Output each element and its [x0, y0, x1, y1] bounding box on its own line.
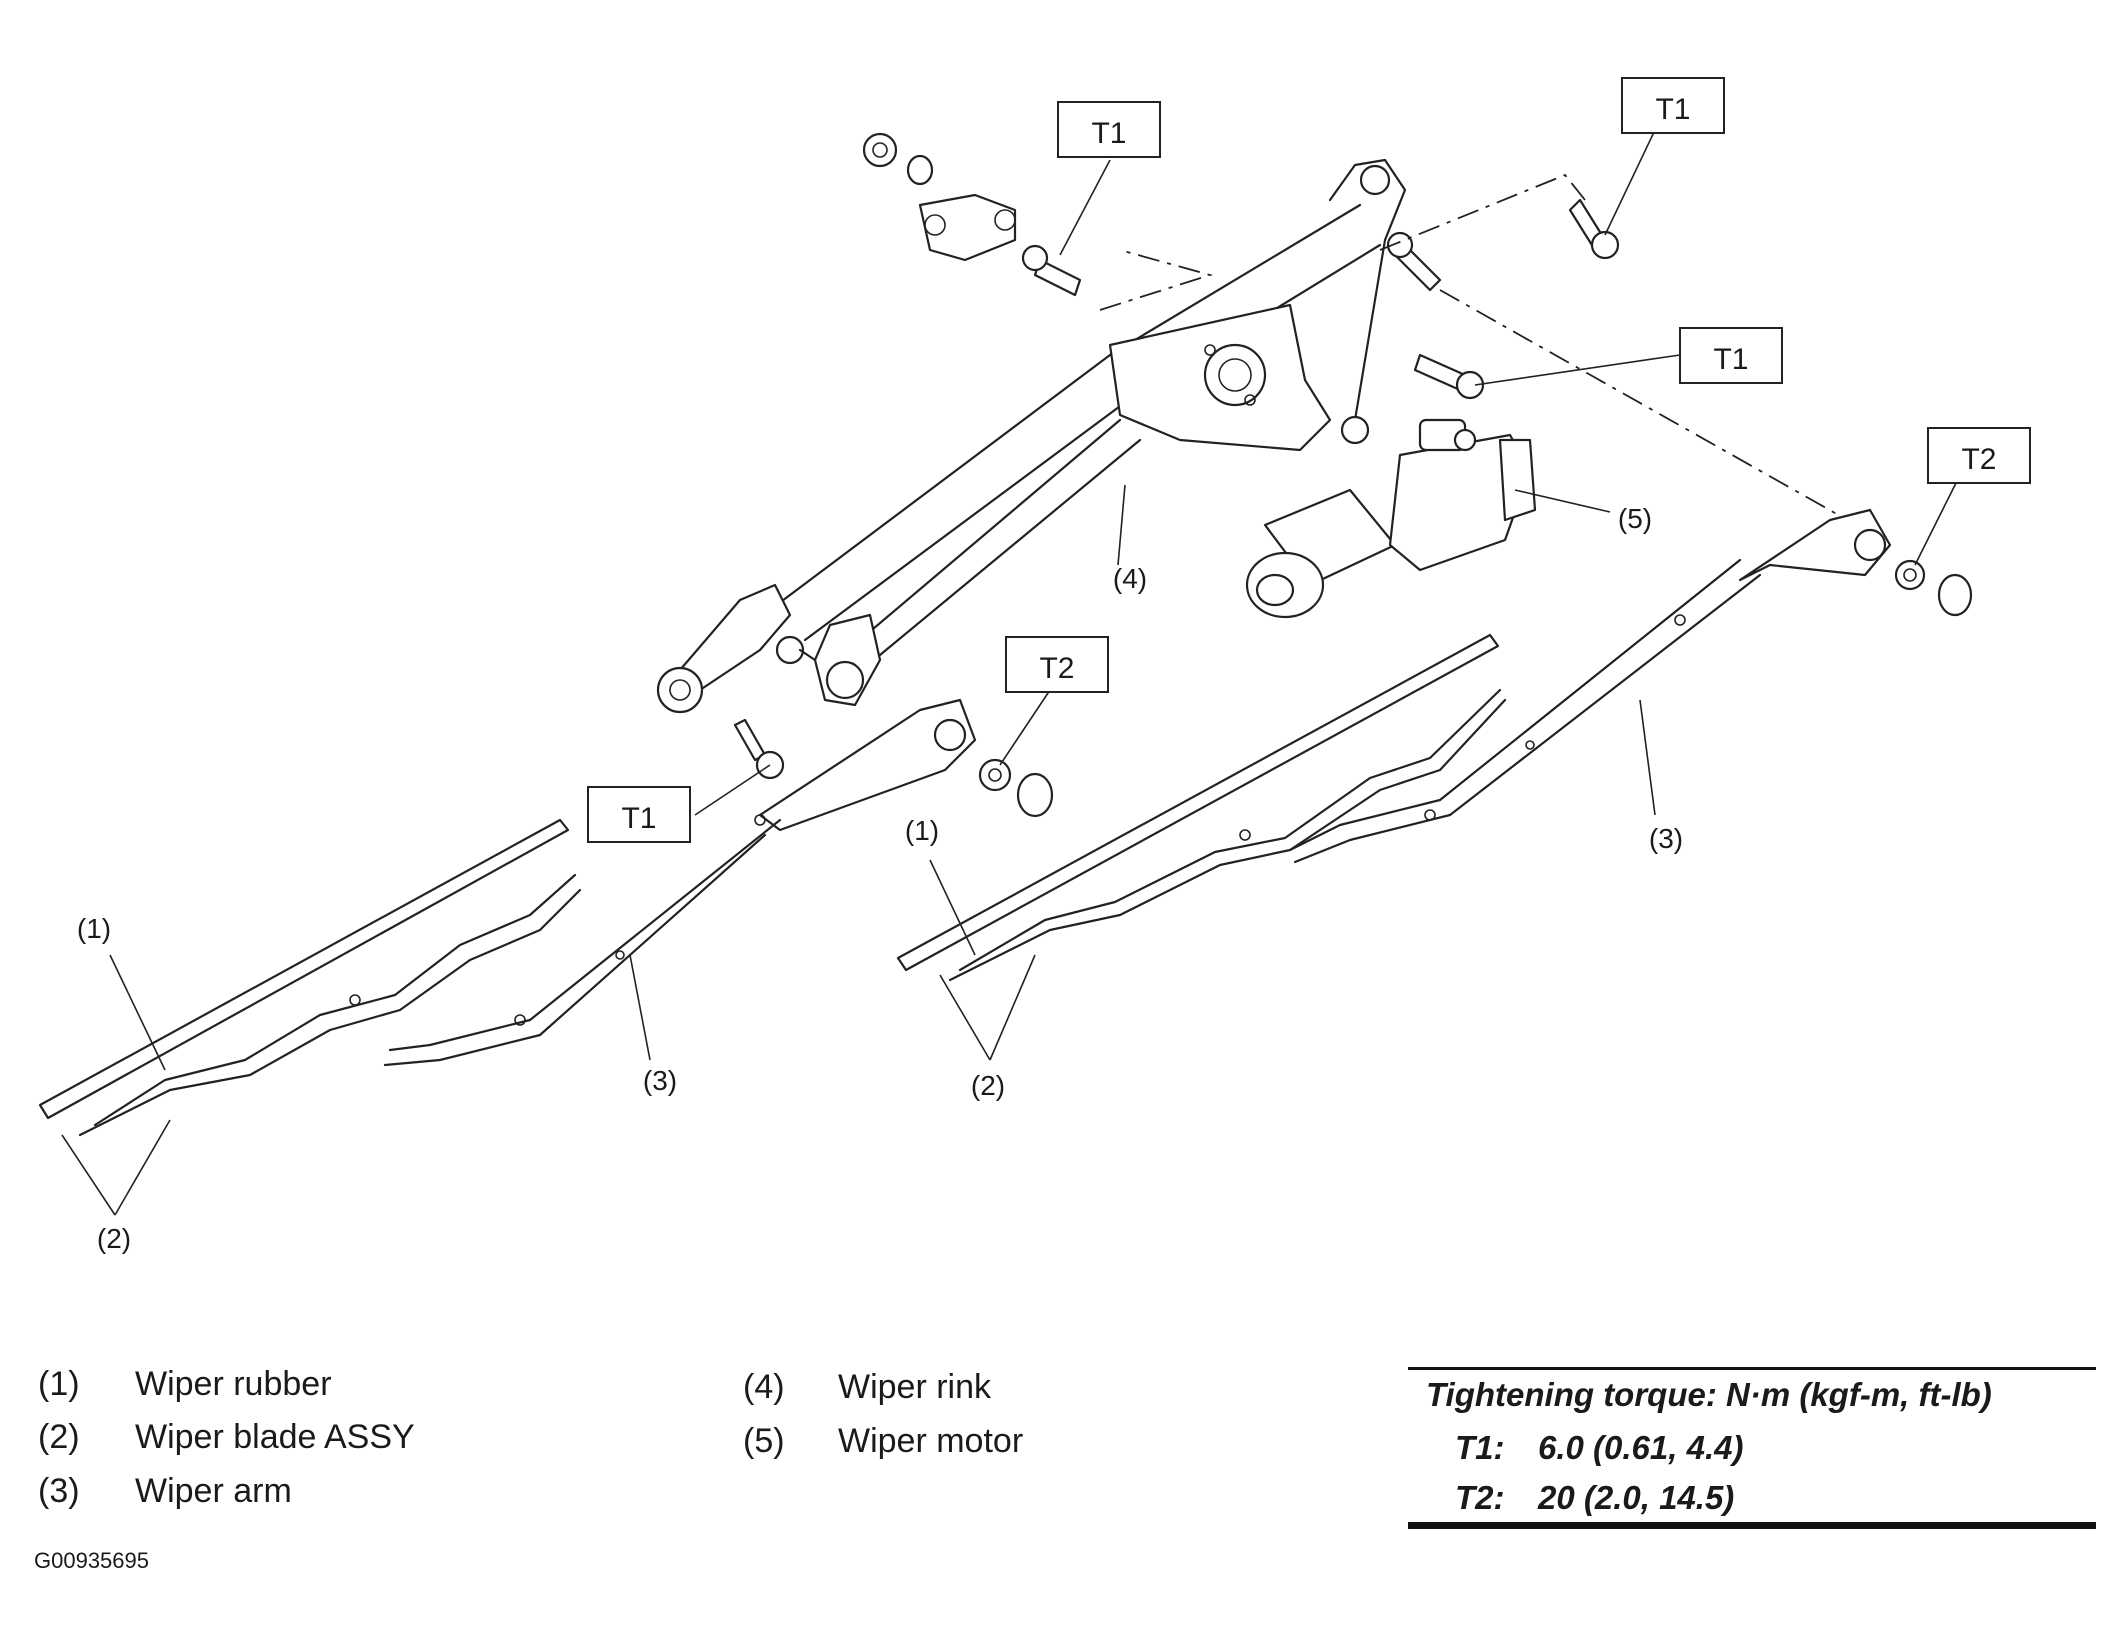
svg-text:T1: T1 — [1713, 343, 1748, 376]
legend-item: (1) Wiper rubber — [38, 1367, 558, 1407]
torque-tag-t1-left: T1 — [587, 786, 691, 843]
legend-label: Wiper motor — [838, 1422, 1024, 1460]
legend-number: (1) — [38, 1365, 80, 1403]
torque-tag-t1-top-right: T1 — [1621, 77, 1725, 134]
table-bottom-rule — [1408, 1522, 2096, 1529]
wiper-exploded-diagram: T1 T1 T1 T2 T2 T1 (4) (5) (3) (3) (1) (1… — [38, 77, 2031, 1254]
torque-tag-t2-right: T2 — [1927, 427, 2031, 484]
torque-tag-t1-right: T1 — [1679, 327, 1783, 384]
svg-text:T1: T1 — [621, 802, 656, 835]
svg-text:T2: T2 — [1961, 443, 1996, 476]
callout-wiper-motor: (5) — [1618, 503, 1652, 534]
callout-wiper-blade-center: (2) — [971, 1070, 1005, 1101]
wiper-motor-drawing — [1245, 418, 1537, 619]
legend-number: (3) — [38, 1472, 80, 1510]
callout-wiper-rubber-center: (1) — [905, 815, 939, 846]
callout-wiper-rink: (4) — [1113, 563, 1147, 594]
legend-label: Wiper blade ASSY — [135, 1418, 415, 1456]
torque-tag-t1-top: T1 — [1057, 101, 1161, 158]
torque-row-label: T1: — [1455, 1429, 1505, 1466]
legend-number: (4) — [743, 1368, 785, 1406]
torque-row-label: T2: — [1455, 1479, 1505, 1516]
legend-item: (5) Wiper motor — [743, 1424, 1263, 1464]
torque-row-value: 6.0 (0.61, 4.4) — [1538, 1429, 1744, 1466]
legend-item: (3) Wiper arm — [38, 1474, 558, 1514]
torque-row-value: 20 (2.0, 14.5) — [1538, 1479, 1735, 1516]
torque-table-title: Tightening torque: N·m (kgf-m, ft-lb) — [1426, 1376, 1992, 1413]
svg-text:T1: T1 — [1655, 93, 1690, 126]
callout-wiper-blade-left: (2) — [97, 1223, 131, 1254]
fasteners — [733, 132, 1973, 818]
legend-label: Wiper arm — [135, 1472, 292, 1510]
legend-label: Wiper rink — [838, 1368, 992, 1406]
left-wiper-blade — [38, 818, 582, 1137]
legend-item: (2) Wiper blade ASSY — [38, 1420, 558, 1460]
right-wiper-blade — [896, 633, 1507, 982]
callout-wiper-arm-left: (3) — [643, 1065, 677, 1096]
tightening-torque-table: Tightening torque: N·m (kgf-m, ft-lb) T1… — [1408, 1367, 2096, 1529]
figure-id: G00935695 — [34, 1548, 149, 1573]
wiper-linkage-frame — [656, 158, 1407, 714]
alignment-line — [1379, 173, 1586, 251]
left-wiper-arm — [383, 698, 977, 1067]
svg-text:T2: T2 — [1039, 652, 1074, 685]
legend-number: (5) — [743, 1422, 785, 1460]
alignment-line — [1099, 249, 1214, 311]
legend-label: Wiper rubber — [135, 1365, 332, 1403]
svg-text:T1: T1 — [1091, 117, 1126, 150]
legend-number: (2) — [38, 1418, 80, 1456]
callout-wiper-rubber-left: (1) — [77, 913, 111, 944]
table-top-rule — [1408, 1367, 2096, 1370]
callout-wiper-arm-right: (3) — [1649, 823, 1683, 854]
right-wiper-arm — [1288, 508, 1892, 864]
legend-item: (4) Wiper rink — [743, 1370, 1263, 1410]
leader-lines — [61, 129, 1961, 1216]
torque-tag-t2-center: T2 — [1005, 636, 1109, 693]
